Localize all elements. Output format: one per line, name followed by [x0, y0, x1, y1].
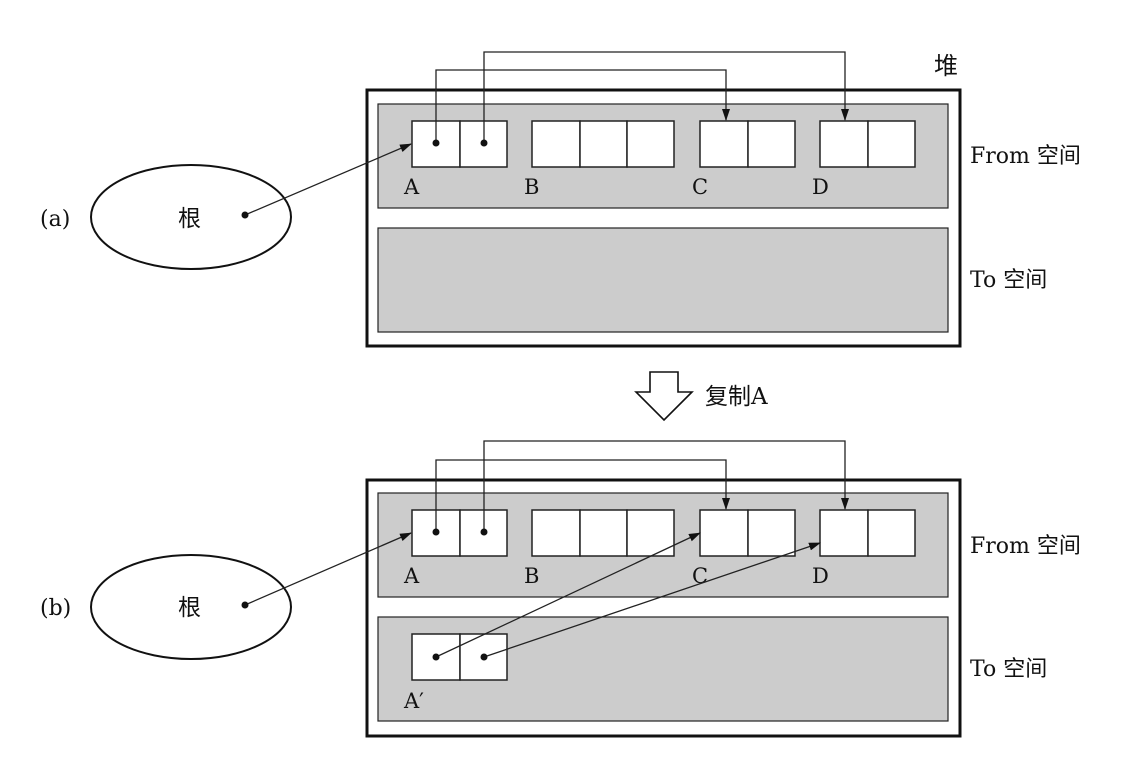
root-to-a-pointer	[244, 143, 412, 216]
object-b-cell-1	[531, 120, 581, 168]
copy-step: 复制A	[634, 371, 768, 422]
object-b-cell-2	[579, 509, 628, 557]
object-d-label: D	[812, 564, 829, 588]
object-d-cell-2	[867, 509, 916, 557]
object-b	[531, 120, 675, 168]
a-prime-to-d-pointer	[483, 542, 821, 658]
a-to-d-pointer	[483, 51, 849, 143]
object-b-cell-1	[531, 509, 581, 557]
a-to-c-pointer	[435, 459, 730, 532]
object-a-field-2-dot	[480, 139, 488, 147]
root-pointer-dot	[241, 601, 249, 609]
from-space-label: From 空间	[970, 534, 1081, 559]
a-to-d-pointer	[483, 440, 849, 532]
object-d	[819, 120, 916, 168]
object-c-label: C	[692, 564, 708, 588]
object-b-label: B	[524, 175, 539, 199]
object-a-prime-field-1-dot	[432, 653, 440, 661]
object-d-cell-1	[819, 120, 869, 168]
object-d-label: D	[812, 175, 829, 199]
to-space-label: To 空间	[970, 657, 1047, 682]
object-a-prime	[411, 633, 508, 681]
root-to-a-pointer	[244, 532, 412, 606]
heap-label: 堆	[934, 52, 958, 80]
object-a-prime-field-2-dot	[480, 653, 488, 661]
object-c-cell-1	[699, 120, 749, 168]
object-a	[411, 120, 508, 168]
copy-step-label: 复制A	[705, 384, 768, 410]
to-space	[377, 227, 949, 333]
object-d-cell-1	[819, 509, 869, 557]
object-d-cell-2	[867, 120, 916, 168]
panel-a-label: (a)	[40, 207, 70, 232]
object-b-label: B	[524, 564, 539, 588]
object-c-cell-1	[699, 509, 749, 557]
panel-b-label: (b)	[40, 596, 71, 621]
root-ellipse	[90, 164, 292, 270]
object-a-prime-label: A′	[403, 689, 424, 713]
object-c	[699, 120, 796, 168]
root-label: 根	[178, 206, 201, 232]
object-d	[819, 509, 916, 557]
object-a-field-2-dot	[480, 528, 488, 536]
object-b	[531, 509, 675, 557]
root-label: 根	[178, 595, 201, 621]
object-a-label: A	[403, 564, 420, 588]
object-c	[699, 509, 796, 557]
object-b-cell-2	[579, 120, 628, 168]
object-c-cell-2	[747, 120, 796, 168]
object-a-field-1-dot	[432, 139, 440, 147]
to-space-label: To 空间	[970, 268, 1047, 293]
root-ellipse	[90, 554, 292, 660]
a-to-c-pointer	[435, 69, 730, 143]
from-space-label: From 空间	[970, 144, 1081, 169]
object-c-label: C	[692, 175, 708, 199]
panel-b: (b) 根 From 空间 To 空间 A B	[40, 440, 1081, 738]
root-pointer-dot	[241, 211, 249, 219]
object-a-field-1-dot	[432, 528, 440, 536]
a-prime-to-c-pointer	[435, 532, 701, 658]
object-c-cell-2	[747, 509, 796, 557]
down-arrow-icon	[634, 371, 694, 422]
object-a-label: A	[403, 175, 420, 199]
object-b-cell-3	[626, 120, 675, 168]
panel-a: (a) 根 From 空间 To 空间 A B C D	[40, 51, 1081, 348]
object-a	[411, 509, 508, 557]
